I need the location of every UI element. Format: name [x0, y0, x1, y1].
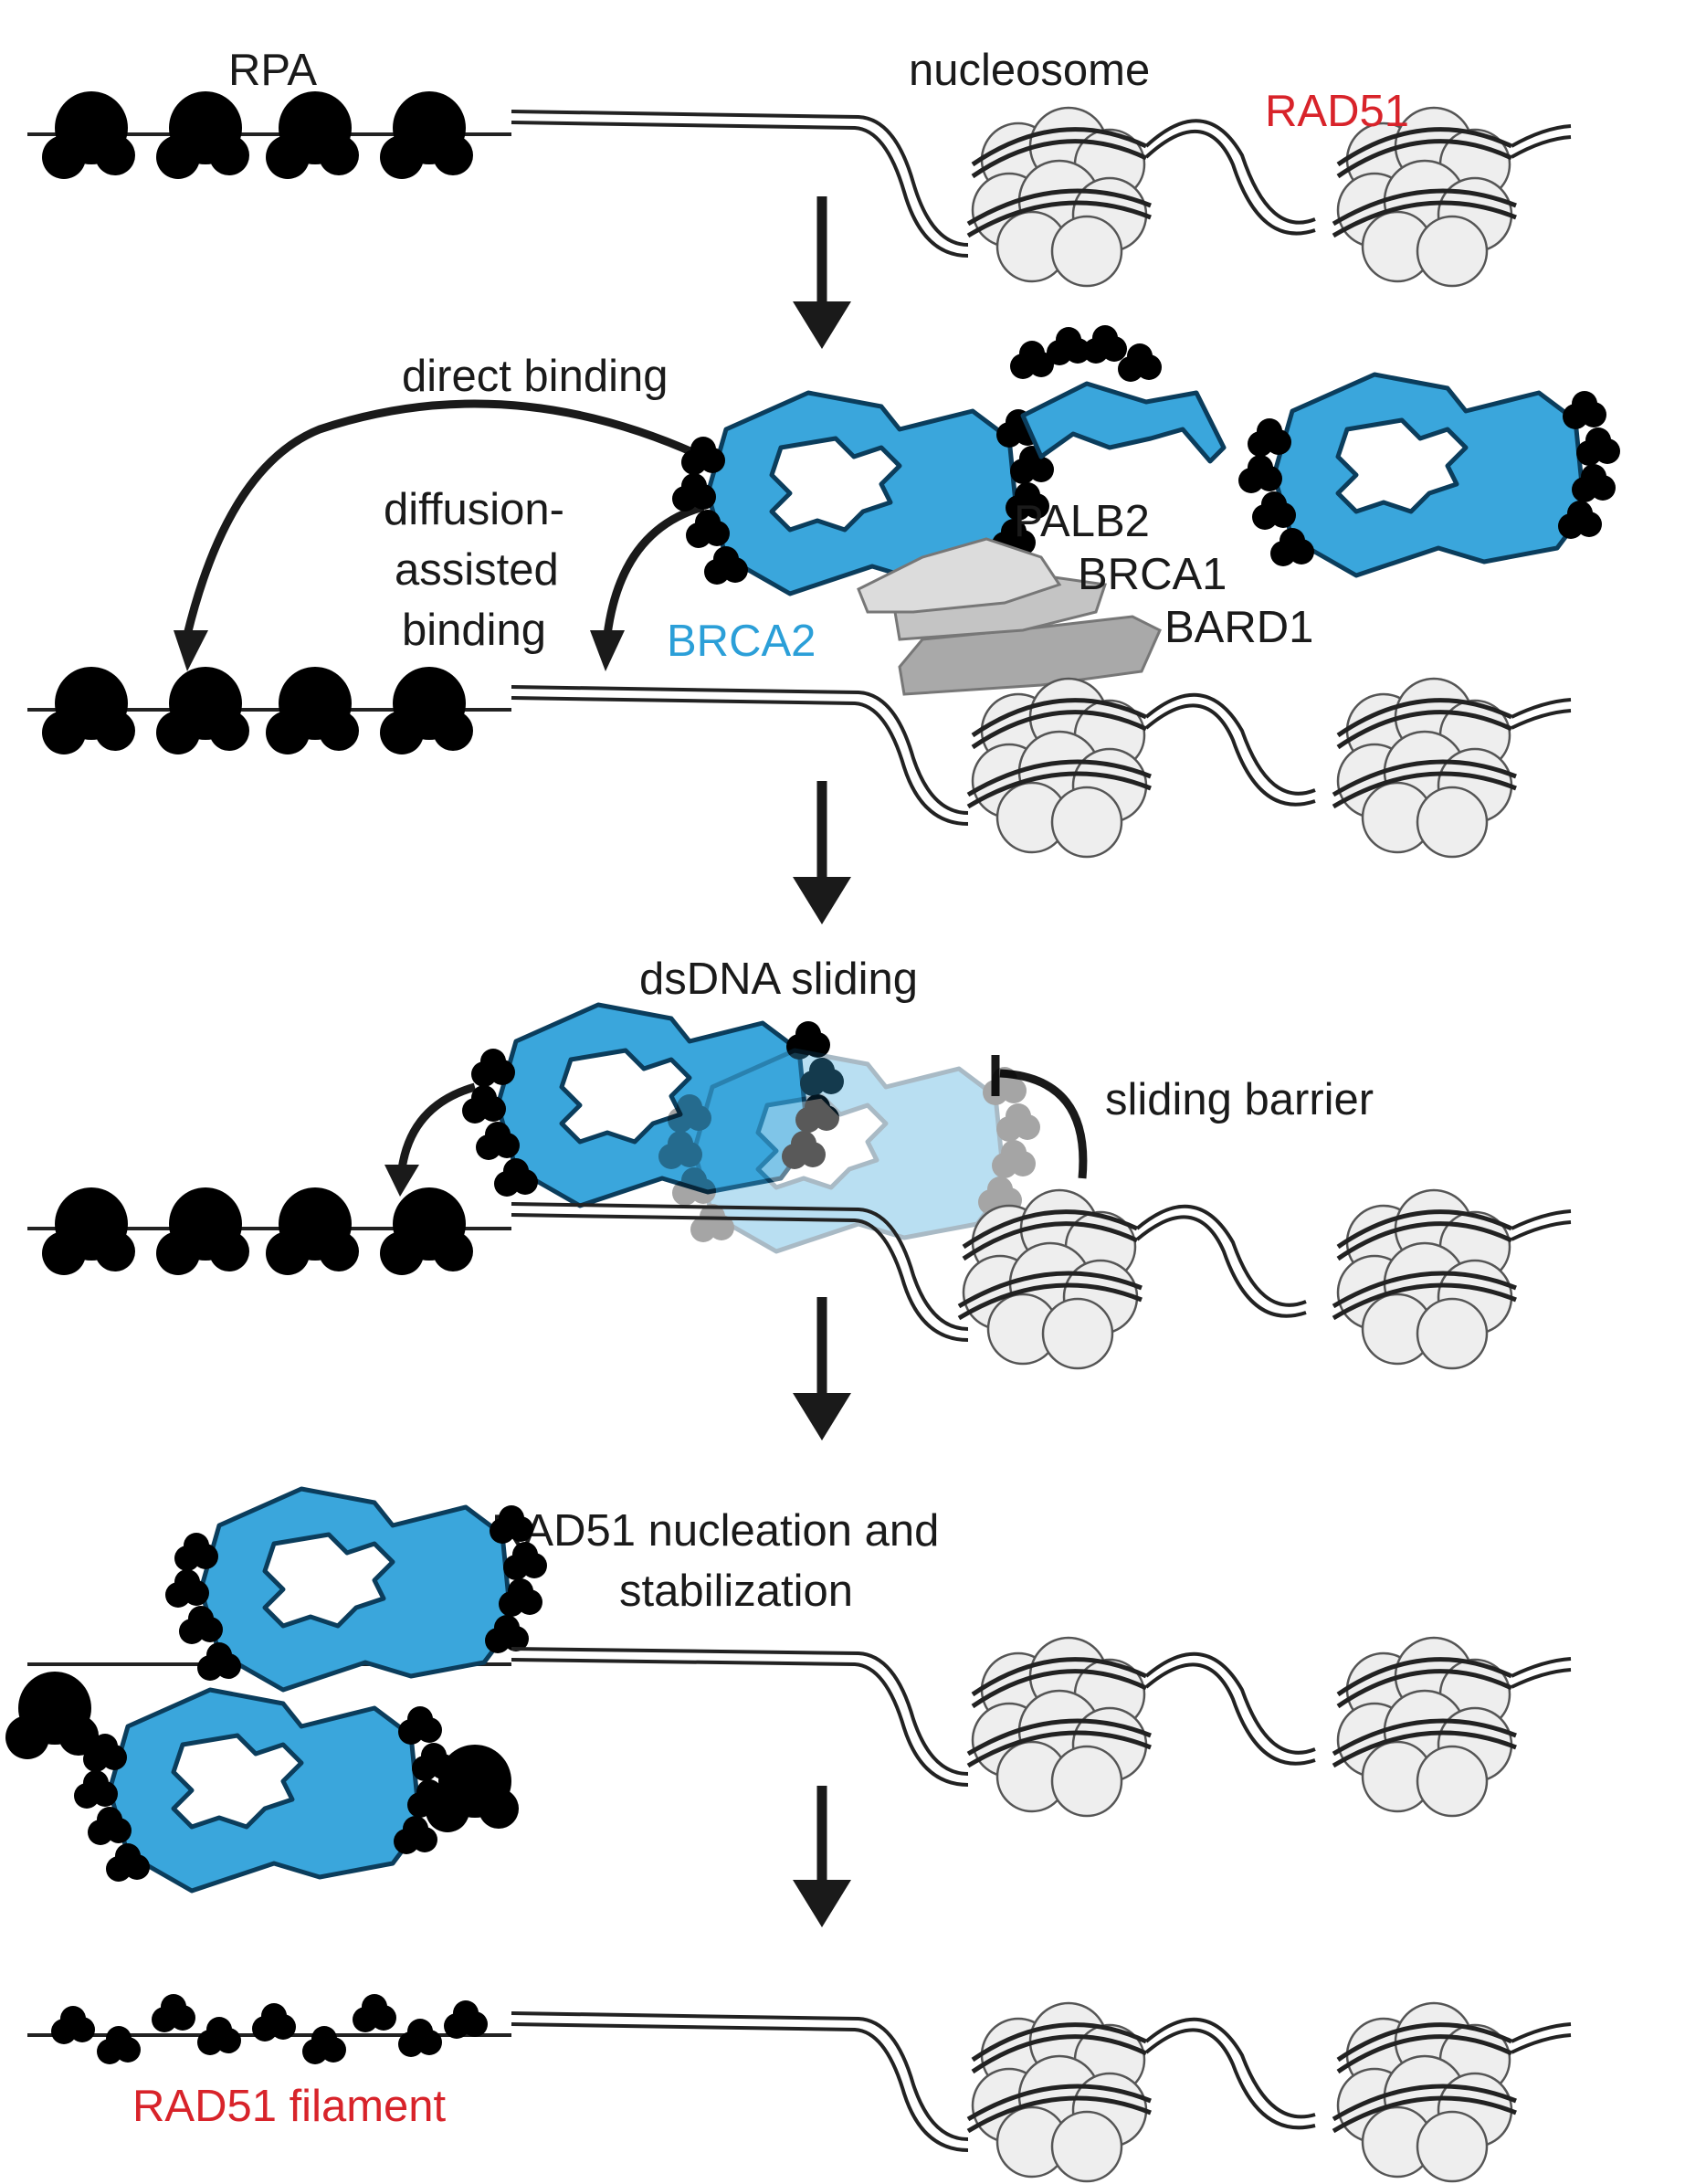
- diffusion-binding-arrow: [603, 502, 705, 636]
- sliding-barrier-arrow: [999, 1069, 1088, 1179]
- nucleosome-1: [968, 1638, 1151, 1816]
- label-rad51: RAD51: [1265, 87, 1409, 136]
- brca2-dimer-nucleation-bottom: [74, 1690, 456, 1891]
- row-4-nucleation: RAD51 nucleation and stabilization: [5, 1489, 1572, 1891]
- nucleosome-1: [968, 108, 1151, 286]
- nucleosome-1: [968, 679, 1151, 857]
- dsdna-lower: [511, 121, 969, 258]
- label-brca2: BRCA2: [667, 617, 816, 666]
- label-diffusion-3: binding: [402, 606, 546, 655]
- step-arrow-1: [793, 196, 851, 349]
- label-palb2: PALB2: [1014, 497, 1150, 546]
- brca2-dimer-right: [1238, 375, 1620, 575]
- row-5-filament: RAD51 filament: [27, 1994, 1572, 2181]
- dsdna-end: [1511, 124, 1572, 148]
- brca2-monomer-top: [1010, 325, 1227, 464]
- nucleosome-2: [1333, 2003, 1516, 2181]
- label-dsdna-sliding: dsDNA sliding: [639, 955, 918, 1004]
- label-nucleation-2: stabilization: [619, 1567, 853, 1616]
- label-nucleosome: nucleosome: [909, 46, 1150, 95]
- row-3-sliding: dsDNA sliding sliding barrier: [27, 955, 1572, 1368]
- nucleosome-2: [1333, 1638, 1516, 1816]
- label-bard1: BARD1: [1164, 603, 1313, 652]
- direct-binding-arrow: [183, 399, 714, 637]
- linker-dna-2: [1144, 130, 1316, 236]
- step-arrow-3: [793, 1297, 851, 1440]
- brca2-dimer-nucleation-top: [165, 1489, 547, 1690]
- label-diffusion-2: assisted: [395, 545, 559, 595]
- nucleosome-2: [1333, 679, 1516, 857]
- label-nucleation-1: RAD51 nucleation and: [491, 1506, 939, 1556]
- label-rpa: RPA: [228, 46, 317, 95]
- nucleosome-2: [1333, 1190, 1516, 1368]
- label-rad51-filament: RAD51 filament: [132, 2082, 447, 2131]
- step-arrow-4: [793, 1786, 851, 1927]
- row-2-binding: direct binding diffusion- assisted bindi…: [27, 325, 1620, 857]
- palb2-brca1-bard1-complex: [857, 537, 1162, 696]
- label-brca1: BRCA1: [1078, 550, 1227, 599]
- dsdna-end-2: [1511, 135, 1572, 159]
- nucleosome-1: [968, 2003, 1151, 2181]
- step-arrow-2: [793, 781, 851, 924]
- row-1-substrate: RPA nucleosome RAD51: [27, 46, 1572, 286]
- rpa-cluster: [42, 1187, 473, 1275]
- linker-dna: [1144, 119, 1316, 225]
- dsdna-upper: [511, 110, 969, 247]
- label-sliding-barrier: sliding barrier: [1105, 1075, 1374, 1124]
- label-diffusion-1: diffusion-: [384, 485, 564, 534]
- nucleosome-1: [959, 1190, 1142, 1368]
- label-direct-binding: direct binding: [402, 352, 668, 401]
- sliding-left-arrow: [397, 1082, 477, 1170]
- rad51-filament: [51, 1994, 488, 2064]
